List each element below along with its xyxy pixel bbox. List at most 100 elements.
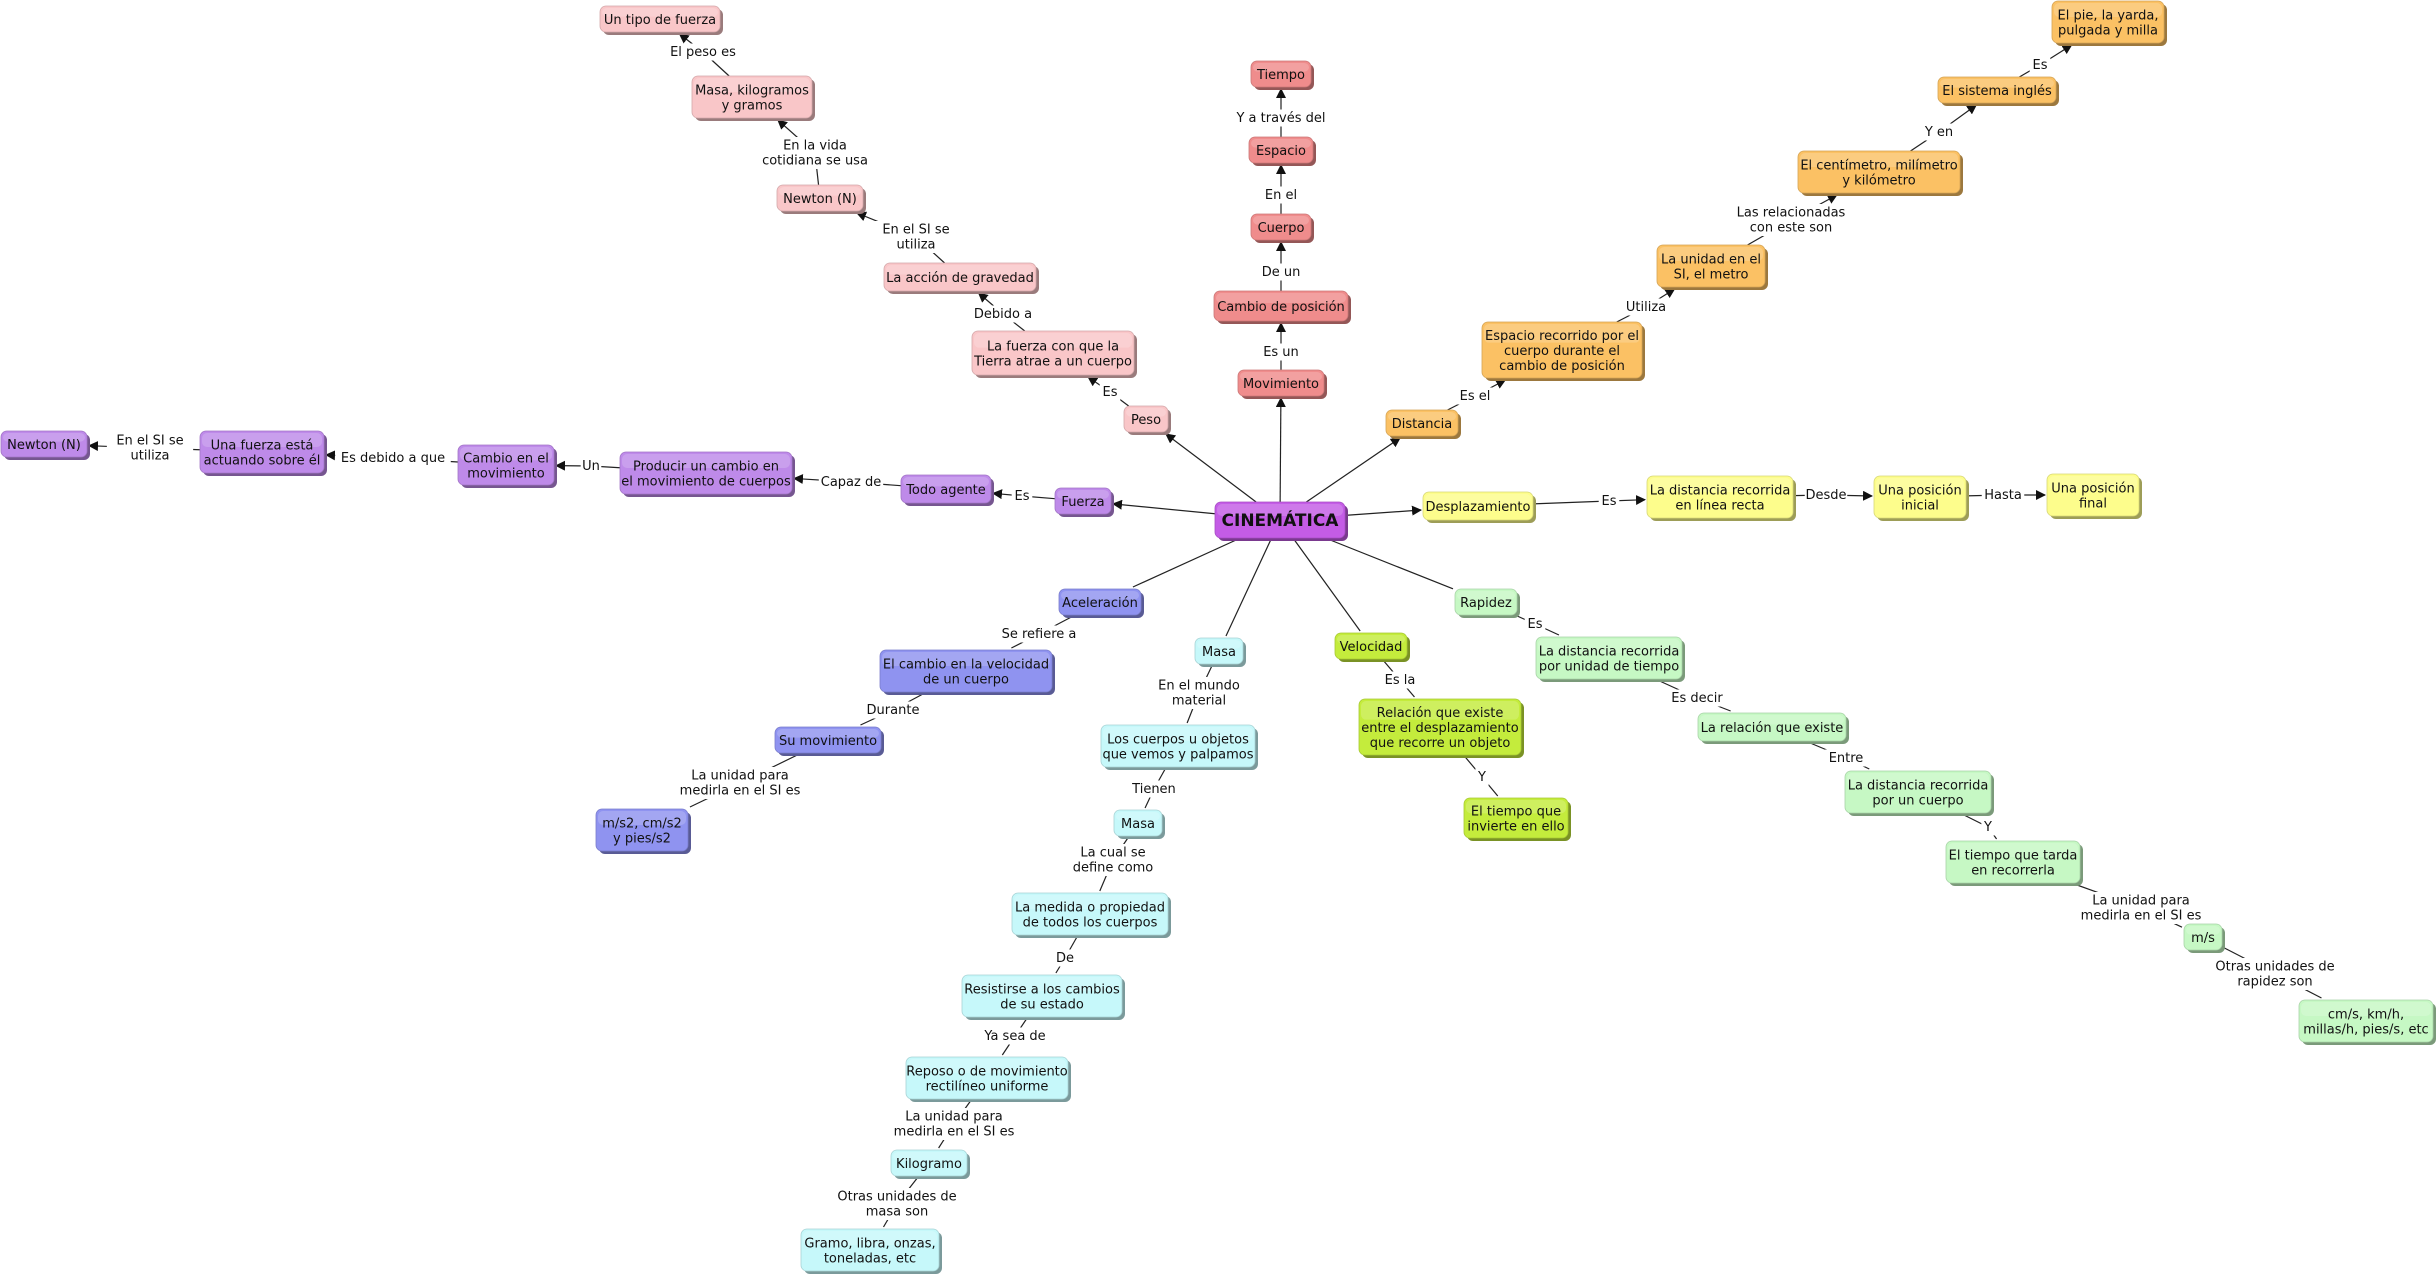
link-medida-resistirse: De <box>1054 934 1079 974</box>
node-peso[interactable]: Peso <box>1123 405 1171 435</box>
node-desp[interactable]: Desplazamiento <box>1422 491 1536 523</box>
link-label-bg <box>1617 298 1675 316</box>
node-pie[interactable]: El pie, la yarda,pulgada y milla <box>2051 0 2167 46</box>
node-box <box>1535 636 1683 680</box>
node-box <box>1422 491 1534 521</box>
node-box <box>1334 632 1408 660</box>
link-label-bg <box>1824 749 1868 767</box>
node-acel[interactable]: Aceleración <box>1058 588 1144 618</box>
link-label: Es <box>1528 617 1543 632</box>
node-box <box>776 184 864 212</box>
node-ms[interactable]: m/s <box>2183 923 2225 953</box>
node-gravedad[interactable]: La acción de gravedad <box>883 262 1039 294</box>
link-label-bg <box>992 625 1086 643</box>
link-label-bg <box>335 449 451 467</box>
link-label-bg <box>1729 204 1853 236</box>
node-box <box>1058 588 1142 616</box>
node-masa1[interactable]: Masa <box>1194 637 1246 667</box>
link-ingles-pie: Es <box>2019 44 2073 78</box>
node-kilogramo[interactable]: Kilogramo <box>890 1149 970 1179</box>
node-tipoFuerza[interactable]: Un tipo de fuerza <box>599 5 723 35</box>
node-highlight <box>3 433 85 442</box>
node-masa2[interactable]: Masa <box>1113 809 1165 839</box>
node-relacion2[interactable]: La relación que existe <box>1697 712 1849 744</box>
node-label: Velocidad <box>1340 640 1403 655</box>
node-box <box>800 1228 940 1272</box>
link-vel-relacion1: Es la <box>1378 658 1422 698</box>
node-gramo[interactable]: Gramo, libra, onzas,toneladas, etc <box>800 1228 942 1274</box>
node-newton1[interactable]: Newton (N) <box>776 184 866 214</box>
node-box <box>2183 923 2223 951</box>
node-cambio[interactable]: Cambio de posición <box>1213 290 1351 324</box>
node-newton2[interactable]: Newton (N) <box>0 430 90 460</box>
link-root-mov <box>1275 397 1286 503</box>
link-label-bg <box>881 1108 1027 1140</box>
node-box <box>1656 244 1766 288</box>
link-acel-cambioVel: Se refiere a <box>992 614 1086 649</box>
link-label: De <box>1056 951 1074 966</box>
node-box <box>890 1149 968 1177</box>
node-label: Newton (N) <box>783 192 857 207</box>
node-highlight <box>602 8 718 17</box>
link-label-bg <box>1069 844 1157 876</box>
node-cmkm[interactable]: cm/s, km/h,millas/h, pies/s, etc <box>2298 999 2436 1045</box>
link-label-bg <box>818 473 884 491</box>
node-mov[interactable]: Movimiento <box>1237 369 1327 399</box>
node-highlight <box>1337 635 1405 644</box>
link-label: Se refiere a <box>1002 627 1077 642</box>
link-label: Debido a <box>974 307 1032 322</box>
node-box <box>1937 76 2057 104</box>
node-box <box>971 330 1135 376</box>
node-espacio[interactable]: Espacio <box>1248 136 1316 166</box>
link-label-bg <box>580 457 602 475</box>
node-cuerpo[interactable]: Cuerpo <box>1250 213 1314 243</box>
node-rapidez[interactable]: Rapidez <box>1454 588 1520 618</box>
node-label: Masa <box>1202 645 1236 660</box>
node-distancia[interactable]: Distancia <box>1385 409 1461 439</box>
node-highlight <box>1116 812 1160 821</box>
node-vel[interactable]: Velocidad <box>1334 632 1410 662</box>
node-root[interactable]: CINEMÁTICA <box>1214 501 1348 541</box>
link-label: Y <box>1983 820 1992 835</box>
node-agente[interactable]: Todo agente <box>900 474 994 506</box>
node-fuerza[interactable]: Fuerza <box>1054 487 1114 517</box>
node-highlight <box>1197 640 1241 649</box>
node-highlight <box>2186 926 2220 935</box>
node-box <box>1213 290 1349 322</box>
link-label-bg <box>831 1188 963 1220</box>
node-highlight <box>1126 408 1166 417</box>
node-suMov[interactable]: Su movimiento <box>774 726 884 756</box>
node-highlight <box>1948 843 2078 857</box>
link-label: Es un <box>1263 345 1299 360</box>
node-tiempo[interactable]: Tiempo <box>1250 60 1314 90</box>
node-ingles[interactable]: El sistema inglés <box>1937 76 2059 106</box>
